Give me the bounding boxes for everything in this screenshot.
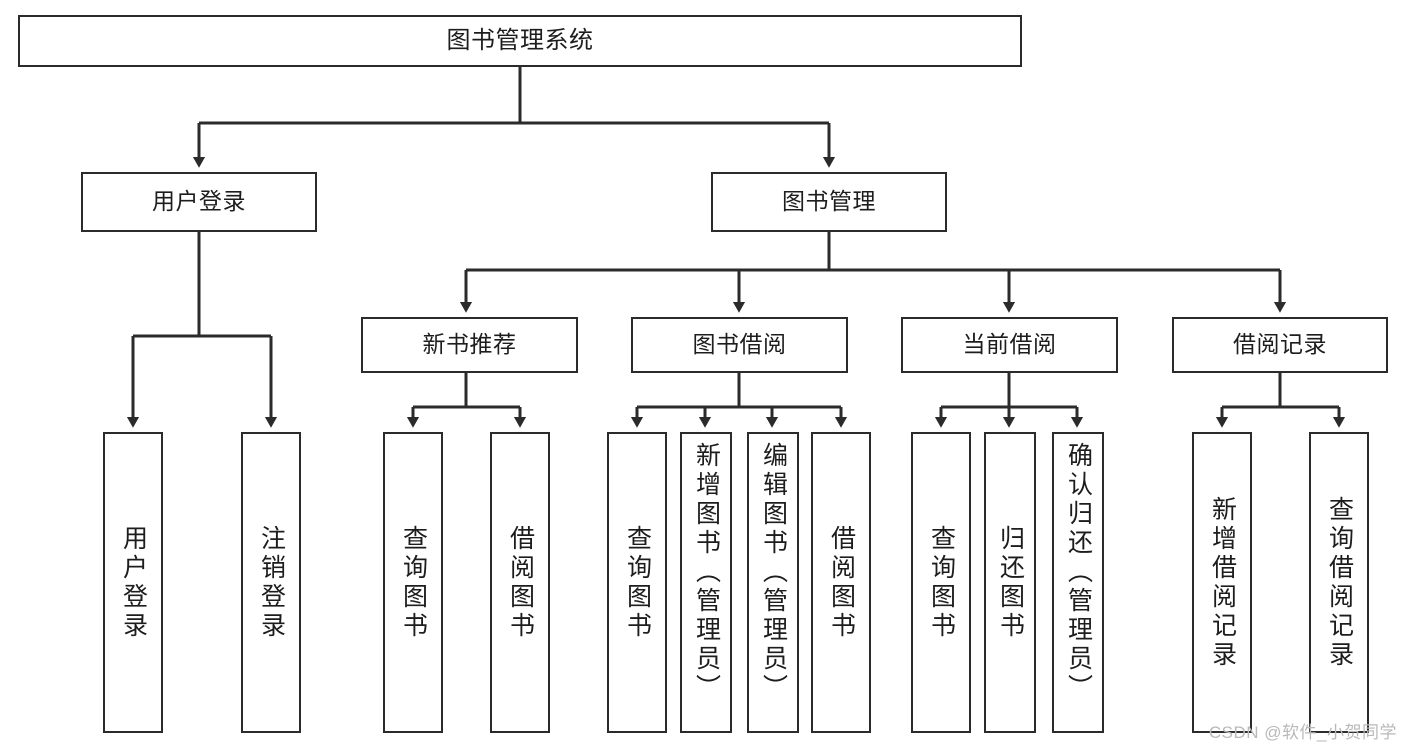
leaf-borrow-book-rec-label: 借阅图书 [506,524,535,641]
leaf-logout-label: 注销登录 [257,524,286,641]
leaf-user-login-label: 用户登录 [119,524,148,641]
leaf-query-book-current-label: 查询图书 [927,524,956,641]
node-book-management[interactable]: 图书管理 [711,172,947,232]
leaf-confirm-return-admin[interactable]: 确认归还（管理员） [1052,432,1104,733]
leaf-add-borrow-record[interactable]: 新增借阅记录 [1192,432,1252,733]
node-book-borrow-label: 图书借阅 [692,331,787,358]
node-book-borrow[interactable]: 图书借阅 [631,317,848,373]
leaf-borrow-book[interactable]: 借阅图书 [811,432,871,733]
leaf-return-book-label: 归还图书 [996,524,1025,641]
leaf-query-book-borrow[interactable]: 查询图书 [607,432,667,733]
node-root[interactable]: 图书管理系统 [18,15,1022,67]
leaf-query-borrow-record[interactable]: 查询借阅记录 [1309,432,1369,733]
node-new-book-recommend-label: 新书推荐 [422,331,517,358]
leaf-add-borrow-record-label: 新增借阅记录 [1208,495,1237,670]
leaf-query-book-rec-label: 查询图书 [399,524,428,641]
leaf-borrow-book-label: 借阅图书 [827,524,856,641]
node-root-label: 图书管理系统 [446,26,594,54]
leaf-borrow-book-rec[interactable]: 借阅图书 [490,432,550,733]
node-user-login[interactable]: 用户登录 [81,172,317,232]
leaf-edit-book-admin[interactable]: 编辑图书（管理员） [747,432,799,733]
node-user-login-label: 用户登录 [152,188,246,215]
node-borrow-record-label: 借阅记录 [1233,331,1327,358]
leaf-add-book-admin-label: 新增图书（管理员） [692,442,721,703]
node-book-management-label: 图书管理 [782,188,876,215]
node-borrow-record[interactable]: 借阅记录 [1172,317,1388,373]
node-new-book-recommend[interactable]: 新书推荐 [361,317,578,373]
leaf-add-book-admin[interactable]: 新增图书（管理员） [680,432,732,733]
leaf-logout[interactable]: 注销登录 [241,432,301,733]
leaf-query-book-current[interactable]: 查询图书 [911,432,971,733]
node-current-borrow[interactable]: 当前借阅 [901,317,1118,373]
leaf-query-borrow-record-label: 查询借阅记录 [1325,495,1354,670]
leaf-confirm-return-admin-label: 确认归还（管理员） [1064,442,1093,703]
leaf-user-login[interactable]: 用户登录 [103,432,163,733]
node-current-borrow-label: 当前借阅 [962,331,1057,358]
leaf-return-book[interactable]: 归还图书 [984,432,1036,733]
leaf-query-book-rec[interactable]: 查询图书 [383,432,443,733]
leaf-query-book-borrow-label: 查询图书 [623,524,652,641]
leaf-edit-book-admin-label: 编辑图书（管理员） [759,442,788,703]
